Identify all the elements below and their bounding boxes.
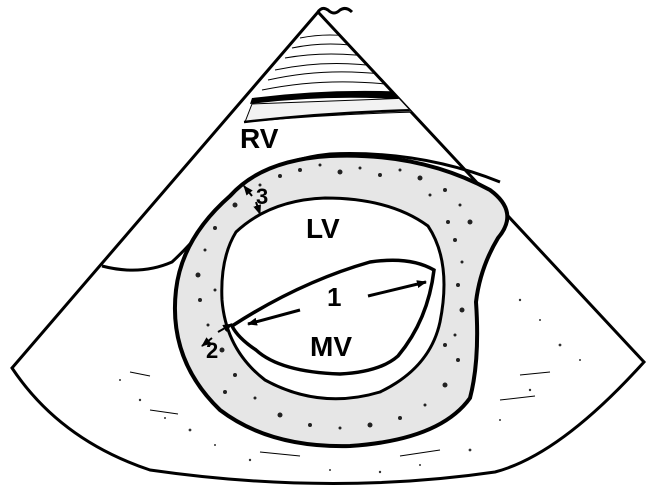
- label-mv: MV: [310, 331, 352, 362]
- label-1: 1: [327, 282, 341, 312]
- label-rv: RV: [240, 123, 279, 154]
- label-2: 2: [206, 338, 218, 363]
- transducer-notch: [318, 8, 352, 13]
- label-lv: LV: [306, 213, 340, 244]
- label-3: 3: [256, 184, 268, 209]
